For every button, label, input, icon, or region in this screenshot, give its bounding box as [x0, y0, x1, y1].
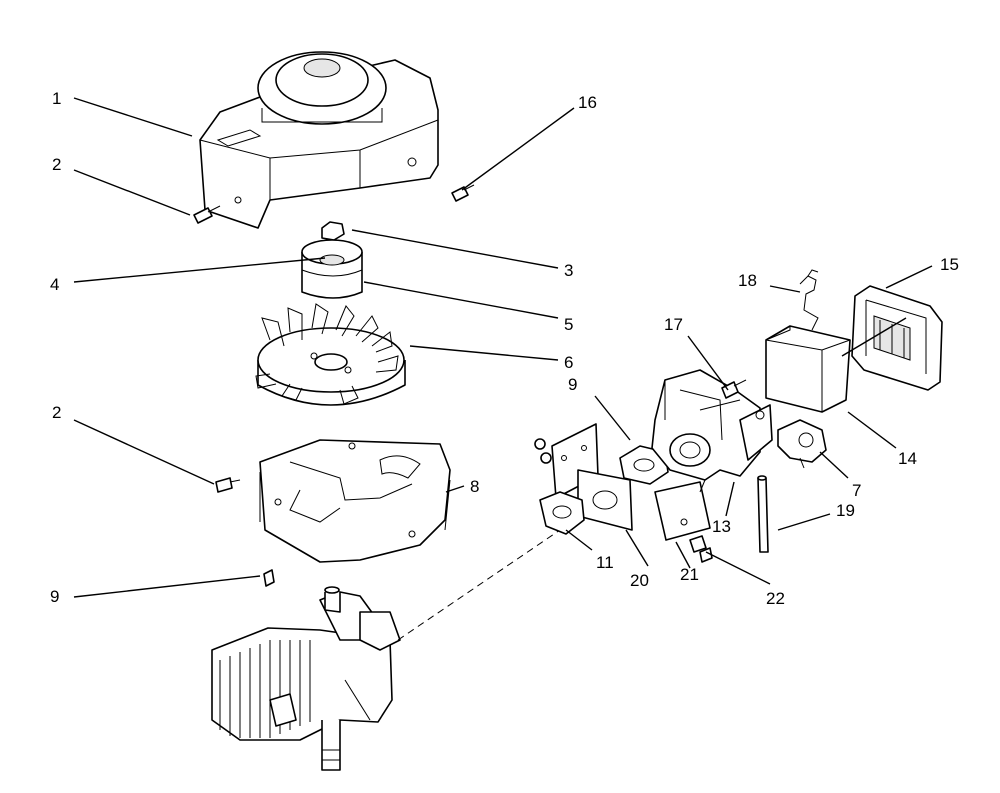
- callout-2-upper: 2: [52, 155, 61, 174]
- screw-17: [721, 379, 747, 399]
- callout-20: 20: [630, 571, 649, 590]
- base-plate: [259, 439, 451, 563]
- spacer-20: [577, 469, 633, 531]
- spring-clip: [799, 269, 819, 331]
- callout-21: 21: [680, 565, 699, 584]
- callout-2-lower: 2: [52, 403, 61, 422]
- screw-lower: [215, 477, 241, 493]
- callout-3: 3: [564, 261, 573, 280]
- blower-housing: [199, 51, 439, 229]
- screw-upper: [193, 205, 221, 224]
- fuel-line: [757, 475, 769, 553]
- screw-16: [451, 184, 475, 202]
- callout-9-upper: 9: [568, 375, 577, 394]
- callout-19: 19: [836, 501, 855, 520]
- callout-14: 14: [898, 449, 917, 468]
- fitting-left: [534, 438, 552, 464]
- callout-1: 1: [52, 89, 61, 108]
- callout-22: 22: [766, 589, 785, 608]
- callout-13: 13: [712, 517, 731, 536]
- woodruff-key: [263, 569, 275, 587]
- callout-11: 11: [596, 553, 614, 572]
- starter-cup: [301, 239, 363, 299]
- carburetor-gasket-upper: [619, 445, 669, 485]
- callout-9-lower: 9: [50, 587, 59, 606]
- callout-7: 7: [852, 481, 861, 500]
- air-filter: [765, 325, 851, 413]
- callout-18: 18: [738, 271, 757, 290]
- choke-assembly: [777, 419, 827, 469]
- gasket-11: [539, 491, 585, 535]
- air-cleaner-cover: [851, 285, 943, 391]
- leader-lines: [73, 97, 933, 598]
- callout-8: 8: [470, 477, 479, 496]
- carburetor: [651, 369, 773, 493]
- callout-15: 15: [940, 255, 959, 274]
- alignment-line: [397, 529, 561, 641]
- flywheel-nut: [321, 221, 345, 241]
- callout-16: 16: [578, 93, 597, 112]
- callout-4: 4: [50, 275, 59, 294]
- callout-6: 6: [564, 353, 573, 372]
- callout-5: 5: [564, 315, 573, 334]
- callout-17: 17: [664, 315, 683, 334]
- screw-22: [689, 535, 713, 563]
- plate-21: [654, 481, 711, 541]
- flywheel: [255, 303, 406, 406]
- engine-block: [211, 586, 401, 771]
